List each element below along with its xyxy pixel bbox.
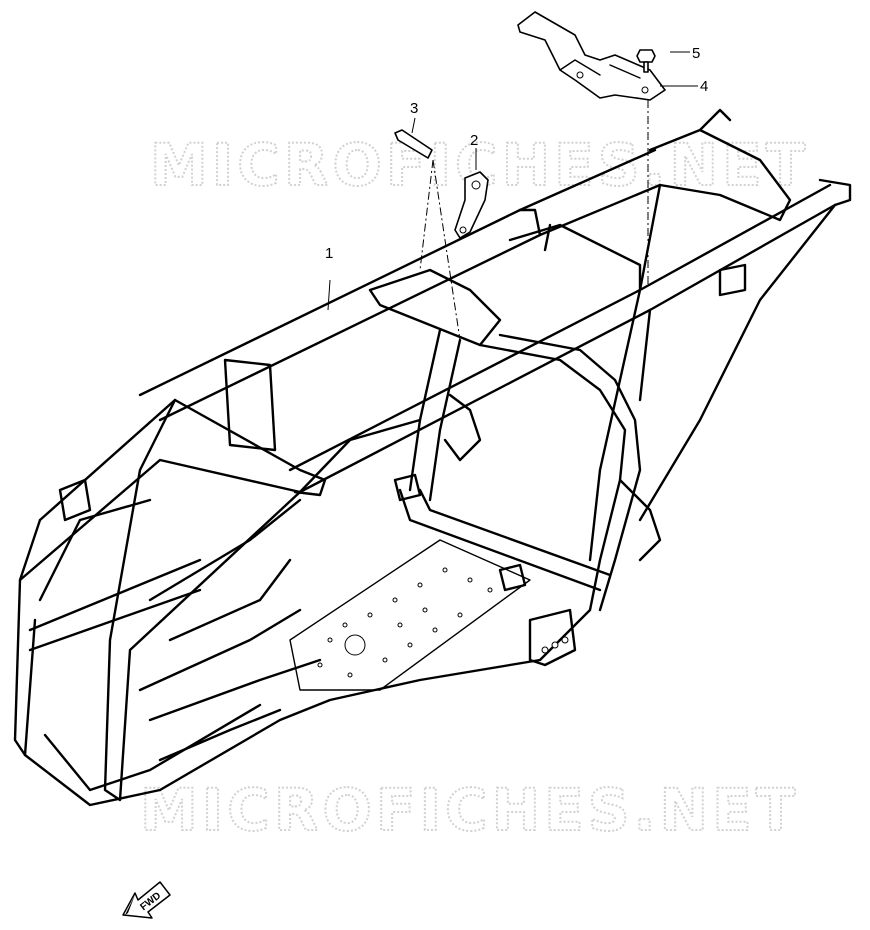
fwd-arrow-icon: FWD [122, 881, 171, 919]
frame-body[interactable] [13, 108, 852, 807]
floorboard-holes [317, 567, 569, 678]
carrier-bolt-part[interactable] [636, 49, 656, 73]
mounting-bracket-part[interactable] [454, 171, 489, 239]
callout-1: 1 [325, 245, 333, 262]
leader-lines [327, 51, 698, 341]
callout-2: 2 [470, 132, 478, 149]
callout-3: 3 [410, 100, 418, 117]
callout-5: 5 [692, 45, 700, 62]
stud-bolt-part[interactable] [394, 129, 433, 159]
watermark-bottom: MICROFICHES.NET [140, 776, 799, 844]
callout-4: 4 [700, 78, 708, 95]
carrier-bracket-part[interactable] [517, 11, 666, 101]
